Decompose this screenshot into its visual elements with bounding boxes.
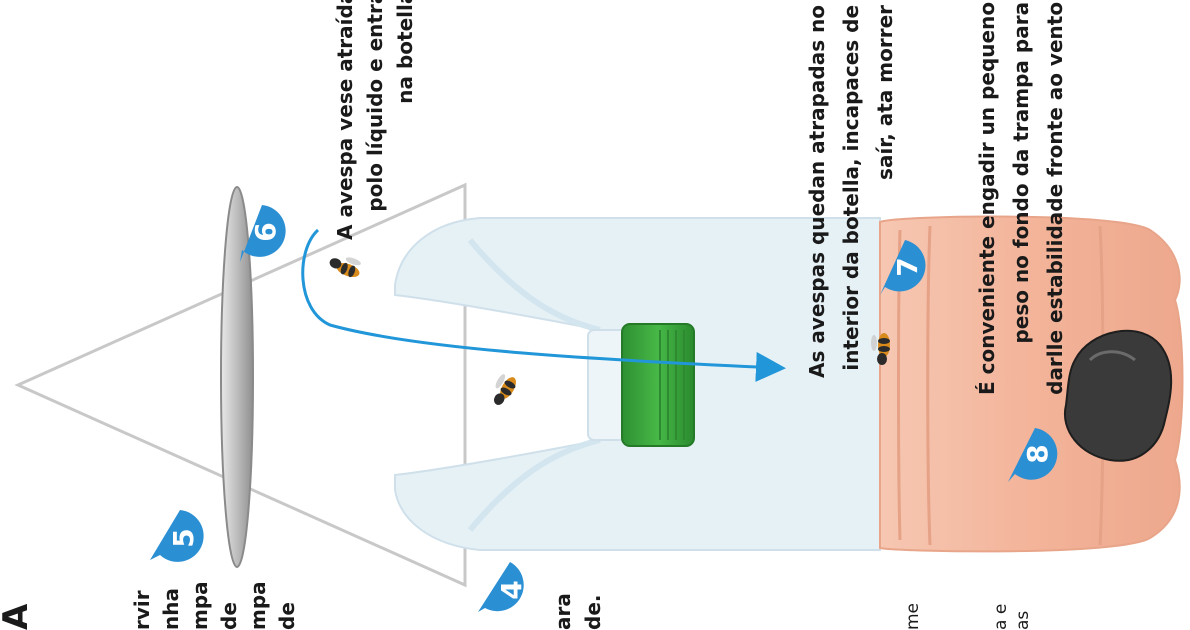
caption-7-line2: interior da botella, incapaces de (834, 5, 868, 378)
partial-text-step-4: ara de. (548, 593, 608, 630)
partial-4-line2: de. (578, 593, 608, 630)
caption-6-line3: na botella (390, 0, 420, 240)
partial-text-bottom-1: me (902, 603, 924, 630)
stone-weight (1065, 331, 1171, 461)
caption-step-7: As avespas quedan atrapadas no interior … (800, 5, 902, 378)
wasp-icon (487, 371, 519, 408)
partial-4-line1: ara (548, 593, 578, 630)
caption-7-line1: As avespas quedan atrapadas no (800, 5, 834, 378)
caption-8-line1: É conveniente engadir un pequeno (970, 2, 1004, 395)
caption-8-line2: peso no fondo da trampa para (1004, 2, 1038, 395)
step-number-4: 4 (492, 570, 532, 610)
caption-step-6: A avespa vese atraída polo líquido e ent… (330, 0, 420, 240)
caption-6-line1: A avespa vese atraída (330, 0, 360, 240)
step-number-8: 8 (1018, 434, 1058, 474)
partial-bottom-2-line1: a e (990, 604, 1012, 630)
partial-5-line5: mpa (244, 581, 273, 630)
caption-8-line3: darlle estabilidade fronte ao vento (1038, 2, 1072, 395)
caption-6-line2: polo líquido e entra (360, 0, 390, 240)
partial-bottom-2-line2: as (1012, 604, 1034, 630)
partial-text-step-5: rvir nha mpa de mpa de (128, 581, 302, 630)
partial-5-line3: mpa (186, 581, 215, 630)
partial-5-line4: de (215, 581, 244, 630)
step-number-6: 6 (246, 212, 286, 252)
caption-7-line3: saír, ata morrer (868, 5, 902, 378)
partial-5-line1: rvir (128, 581, 157, 630)
caption-step-8: É conveniente engadir un pequeno peso no… (970, 2, 1072, 395)
partial-text-bottom-2: a e as (990, 604, 1034, 630)
partial-5-line2: nha (157, 581, 186, 630)
step-number-5: 5 (164, 518, 204, 558)
partial-heading: A (0, 604, 34, 630)
partial-5-line6: de (273, 581, 302, 630)
